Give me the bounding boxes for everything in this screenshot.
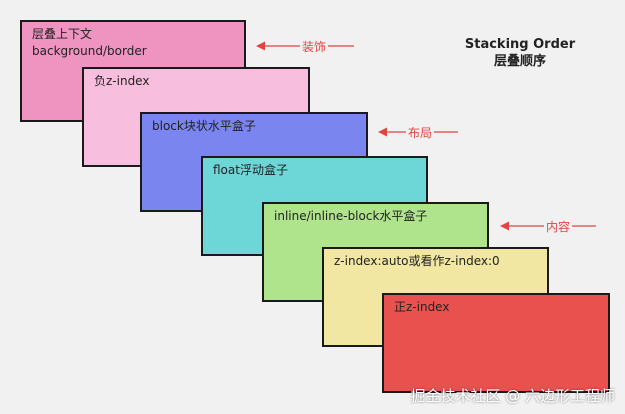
watermark: 掘金技术社区 @ 六边形工程师 — [410, 387, 615, 405]
layer-label: z-index:auto或看作z-index:0 — [334, 254, 500, 268]
annotation-content: 内容 — [500, 218, 596, 235]
layer-label: 正z-index — [394, 300, 450, 314]
layer-label: inline/inline-block水平盒子 — [274, 209, 428, 223]
annotation-decoration: 装饰 — [256, 38, 354, 55]
title-line-chinese: 层叠顺序 — [493, 54, 546, 69]
diagram-title: Stacking Order 层叠顺序 — [450, 36, 590, 70]
layer-label: block块状水平盒子 — [152, 119, 256, 133]
annotation-layout: 布局 — [378, 124, 458, 141]
layer-label: background/border — [32, 44, 147, 58]
annotation-label: 布局 — [406, 124, 435, 141]
title-line-english: Stacking Order — [464, 37, 576, 52]
layer-label: float浮动盒子 — [213, 163, 288, 177]
layer-positive-z-index: 正z-index — [382, 293, 610, 393]
layer-label: 层叠上下文 — [32, 27, 93, 41]
annotation-label: 装饰 — [300, 38, 329, 55]
layer-label: 负z-index — [94, 74, 150, 88]
annotation-label: 内容 — [544, 218, 573, 235]
